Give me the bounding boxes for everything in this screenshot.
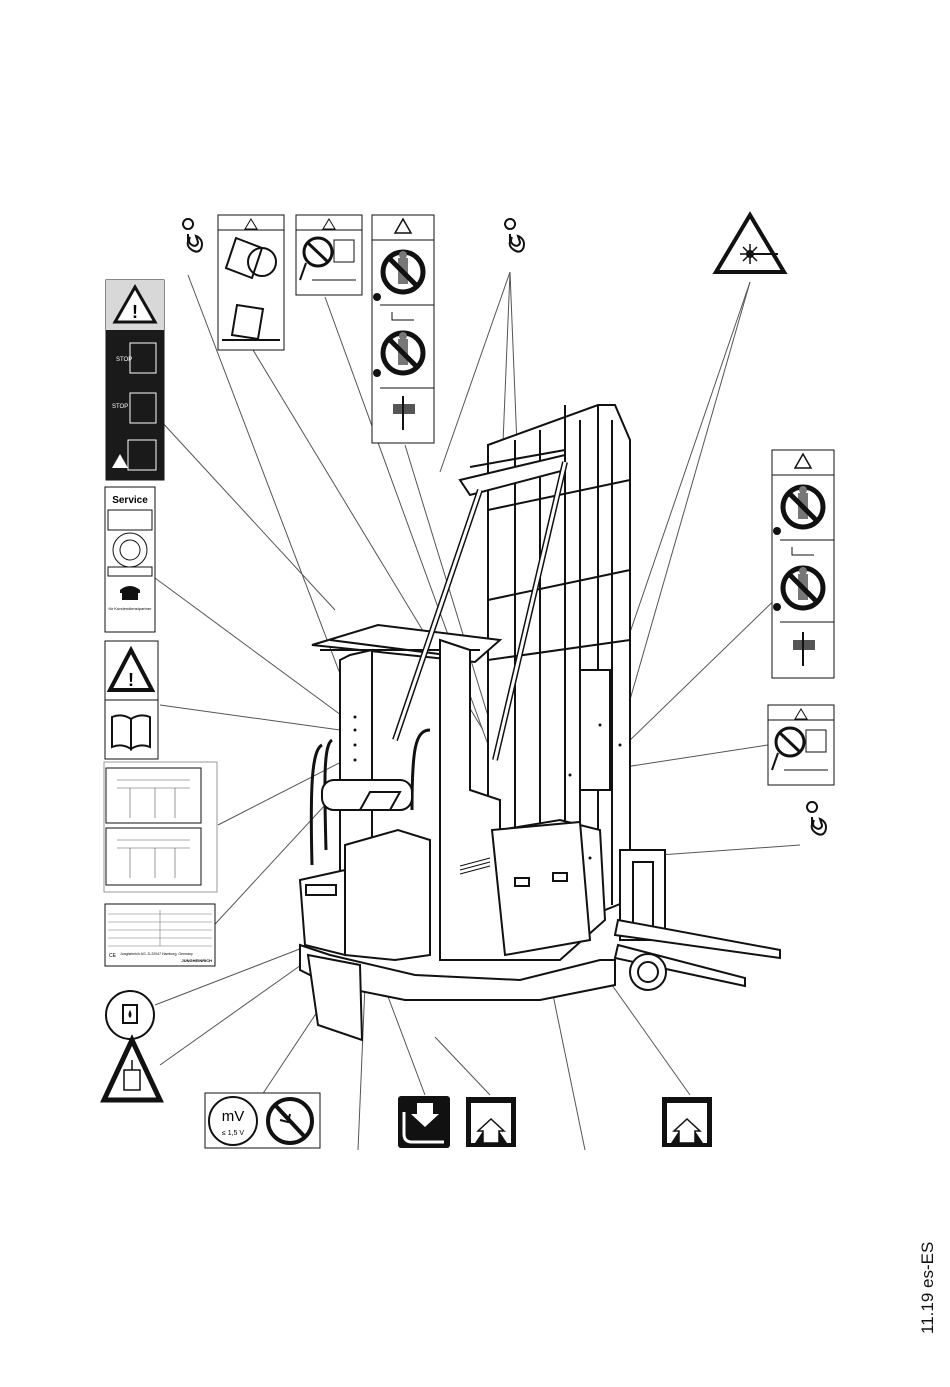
no-standing-decal-right <box>772 450 834 678</box>
lowering-arrow-icon <box>398 1096 450 1148</box>
nameplate-brand: JUNGHEINRICH <box>182 958 213 963</box>
lifting-point-icon <box>183 219 202 252</box>
no-standing-decal-top <box>372 215 434 443</box>
stop-text: STOP <box>112 404 128 410</box>
lifting-point-icon <box>807 802 826 835</box>
phone-icon <box>120 586 140 600</box>
millivolt-value: ≤ 1,5 V <box>222 1130 244 1137</box>
stop-text: STOP <box>116 357 132 363</box>
laser-radiation-icon <box>716 215 784 272</box>
lifting-arrow-icon <box>662 1097 712 1147</box>
lifting-arrow-icon <box>466 1097 516 1147</box>
read-manual-decal: ! <box>105 641 158 759</box>
nameplate-company: Jungheinrich AG, D-22047 Hamburg, German… <box>120 952 193 956</box>
leader-lines <box>155 272 800 1150</box>
document-code: 11.19 es-ES <box>918 1234 940 1334</box>
nameplate: CE Jungheinrich AG, D-22047 Hamburg, Ger… <box>105 904 215 966</box>
no-high-pressure-cleaning-icon <box>268 1099 312 1143</box>
battery-weight-icon <box>104 1040 160 1100</box>
forklift-drawing <box>300 405 780 1040</box>
service-title: Service <box>112 495 148 506</box>
lifting-point-icon <box>505 219 524 252</box>
service-decal: Service für Kundendienstpartner <box>105 487 155 632</box>
millivolt-label: mV <box>222 1108 245 1125</box>
service-sub: für Kundendienstpartner <box>109 606 153 611</box>
nameplate-ce: CE <box>109 953 117 959</box>
svg-text:!: ! <box>128 670 134 690</box>
tip-over-decal <box>218 215 284 350</box>
capacity-charts <box>104 762 217 892</box>
forks-and-wheel <box>615 920 780 990</box>
no-hand-mast-decal-right <box>768 705 834 785</box>
millivolt-decal: mV ≤ 1,5 V <box>205 1093 320 1148</box>
stop-warning-panel: ! STOP STOP <box>106 280 164 480</box>
hydraulic-oil-icon <box>106 991 154 1039</box>
no-hand-mast-decal <box>296 215 362 295</box>
svg-text:!: ! <box>132 302 138 322</box>
